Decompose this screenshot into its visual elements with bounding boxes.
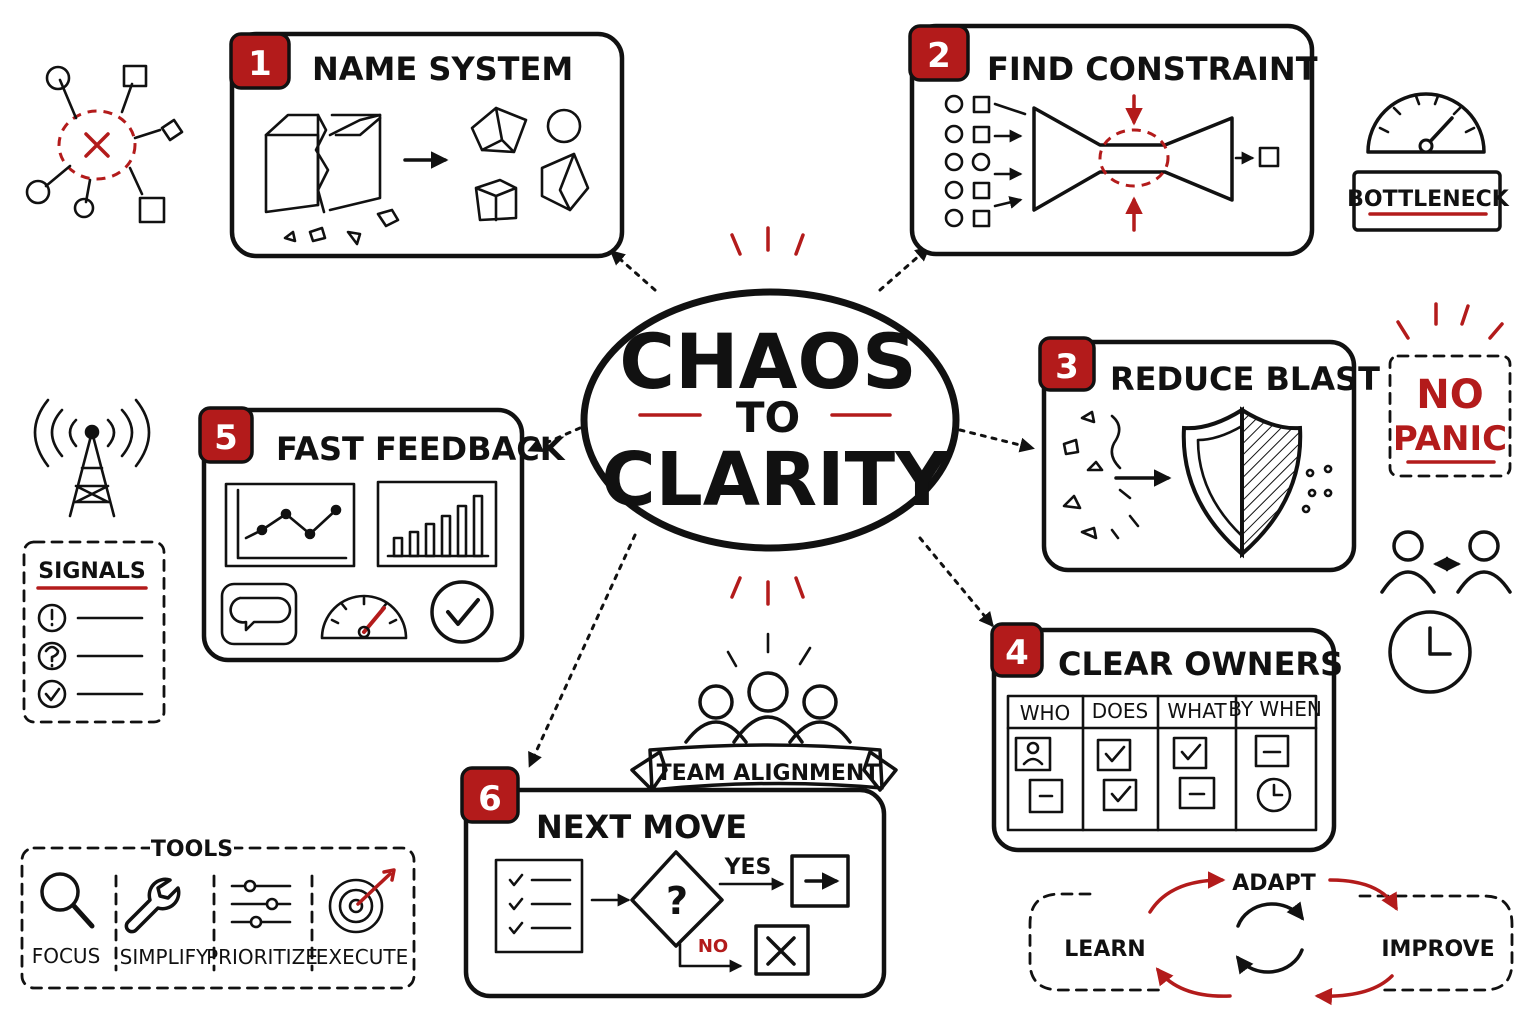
- inputs-icon: [944, 94, 1027, 228]
- center-node: CHAOS TO CLARITY: [580, 226, 960, 606]
- step-4-number: 4: [1005, 633, 1029, 673]
- checklist-icon: [494, 858, 584, 954]
- step-5-panel: 5 FAST FEEDBACK: [198, 406, 566, 663]
- step-3-number: 3: [1055, 347, 1079, 387]
- cycle-learn: LEARN: [1064, 937, 1145, 962]
- shield-icon: [1181, 406, 1303, 559]
- team-alignment-label: TEAM ALIGNMENT: [657, 761, 880, 786]
- step-4-panel: 4 CLEAR OWNERS WHO DOES WHAT BY WHEN: [990, 622, 1343, 853]
- decision-no-label: NO: [698, 936, 728, 957]
- decision-diamond-icon: [630, 850, 724, 948]
- connectors: [527, 246, 1035, 768]
- no-panic-line2: PANIC: [1393, 419, 1507, 459]
- step-3-title: REDUCE BLAST: [1110, 360, 1380, 398]
- owners-table-cells: [1014, 734, 1292, 814]
- adapt-cycle: ADAPT LEARN IMPROVE: [1028, 871, 1514, 1006]
- organized-blocks-icon: [470, 106, 590, 222]
- bottleneck-gauge: BOTTLENECK: [1347, 92, 1510, 232]
- signals-title: SIGNALS: [38, 559, 145, 584]
- magnifier-icon: [40, 872, 95, 929]
- decision-question-mark: ?: [666, 879, 688, 923]
- debris-icon: [1062, 410, 1140, 540]
- target-icon: [328, 868, 396, 934]
- team-alignment: TEAM ALIGNMENT: [630, 632, 898, 792]
- no-x-box-icon: [754, 924, 810, 976]
- cycle-adapt: ADAPT: [1232, 871, 1315, 896]
- step-2-panel: 2 FIND CONSTRAINT: [908, 23, 1318, 257]
- owners-header-does: DOES: [1092, 699, 1148, 723]
- tool-simplify: SIMPLIFY: [120, 945, 209, 969]
- signals-card: SIGNALS: [22, 540, 166, 724]
- tool-execute: EXECUTE: [316, 945, 408, 969]
- tool-focus: FOCUS: [32, 944, 101, 968]
- owners-header-what: WHAT: [1167, 699, 1227, 723]
- signal-tower-icon: [33, 398, 151, 518]
- step-5-title: FAST FEEDBACK: [276, 430, 566, 468]
- bottleneck-label: BOTTLENECK: [1347, 187, 1510, 212]
- owners-header-by-when: BY WHEN: [1228, 697, 1322, 721]
- tools-card: TOOLS FOCUS SIMPLIFY PRIORITIZE EXECUTE: [20, 834, 416, 990]
- step-4-title: CLEAR OWNERS: [1058, 645, 1343, 683]
- step-5-number: 5: [214, 418, 238, 458]
- center-title-to: TO: [736, 393, 800, 442]
- step-6-panel: 6 NEXT MOVE ? YES NO: [460, 766, 887, 999]
- check-circle-icon: [430, 580, 494, 644]
- broken-block-icon: [264, 113, 382, 214]
- tools-title: TOOLS: [151, 837, 233, 862]
- line-chart-icon: [224, 482, 356, 568]
- center-title-clarity: CLARITY: [601, 437, 950, 523]
- step-2-number: 2: [927, 36, 951, 76]
- chat-icon: [220, 582, 298, 646]
- step-1-panel: 1 NAME SYSTEM: [229, 31, 625, 259]
- no-panic-note: NO PANIC: [1388, 302, 1512, 478]
- gauge-icon: [320, 594, 408, 640]
- step-6-number: 6: [478, 779, 502, 819]
- step-2-title: FIND CONSTRAINT: [987, 50, 1318, 88]
- step-3-panel: 3 REDUCE BLAST: [1038, 336, 1380, 573]
- cycle-improve: IMPROVE: [1381, 937, 1494, 962]
- owners-table: [1006, 694, 1318, 832]
- tool-prioritize: PRIORITIZE: [206, 945, 318, 969]
- step-1-number: 1: [248, 44, 272, 84]
- bar-chart-icon: [376, 480, 498, 568]
- team-banner: [630, 743, 898, 792]
- refresh-cycle-icon: [1235, 901, 1305, 975]
- wrench-icon: [124, 877, 181, 934]
- broken-network-icon: [25, 64, 184, 224]
- yes-arrow-box-icon: [790, 854, 850, 908]
- step-1-title: NAME SYSTEM: [312, 50, 573, 88]
- clock-icon: [1388, 610, 1472, 694]
- center-title-chaos: CHAOS: [619, 317, 917, 406]
- handoff-people-icon: [1380, 530, 1512, 594]
- bowtie-icon: [1032, 106, 1234, 212]
- step-6-title: NEXT MOVE: [536, 808, 747, 846]
- decision-yes-label: YES: [724, 855, 772, 880]
- owners-header-who: WHO: [1020, 701, 1071, 725]
- no-panic-line1: NO: [1416, 372, 1483, 418]
- sliders-icon: [230, 879, 292, 929]
- team-icon: [684, 671, 852, 744]
